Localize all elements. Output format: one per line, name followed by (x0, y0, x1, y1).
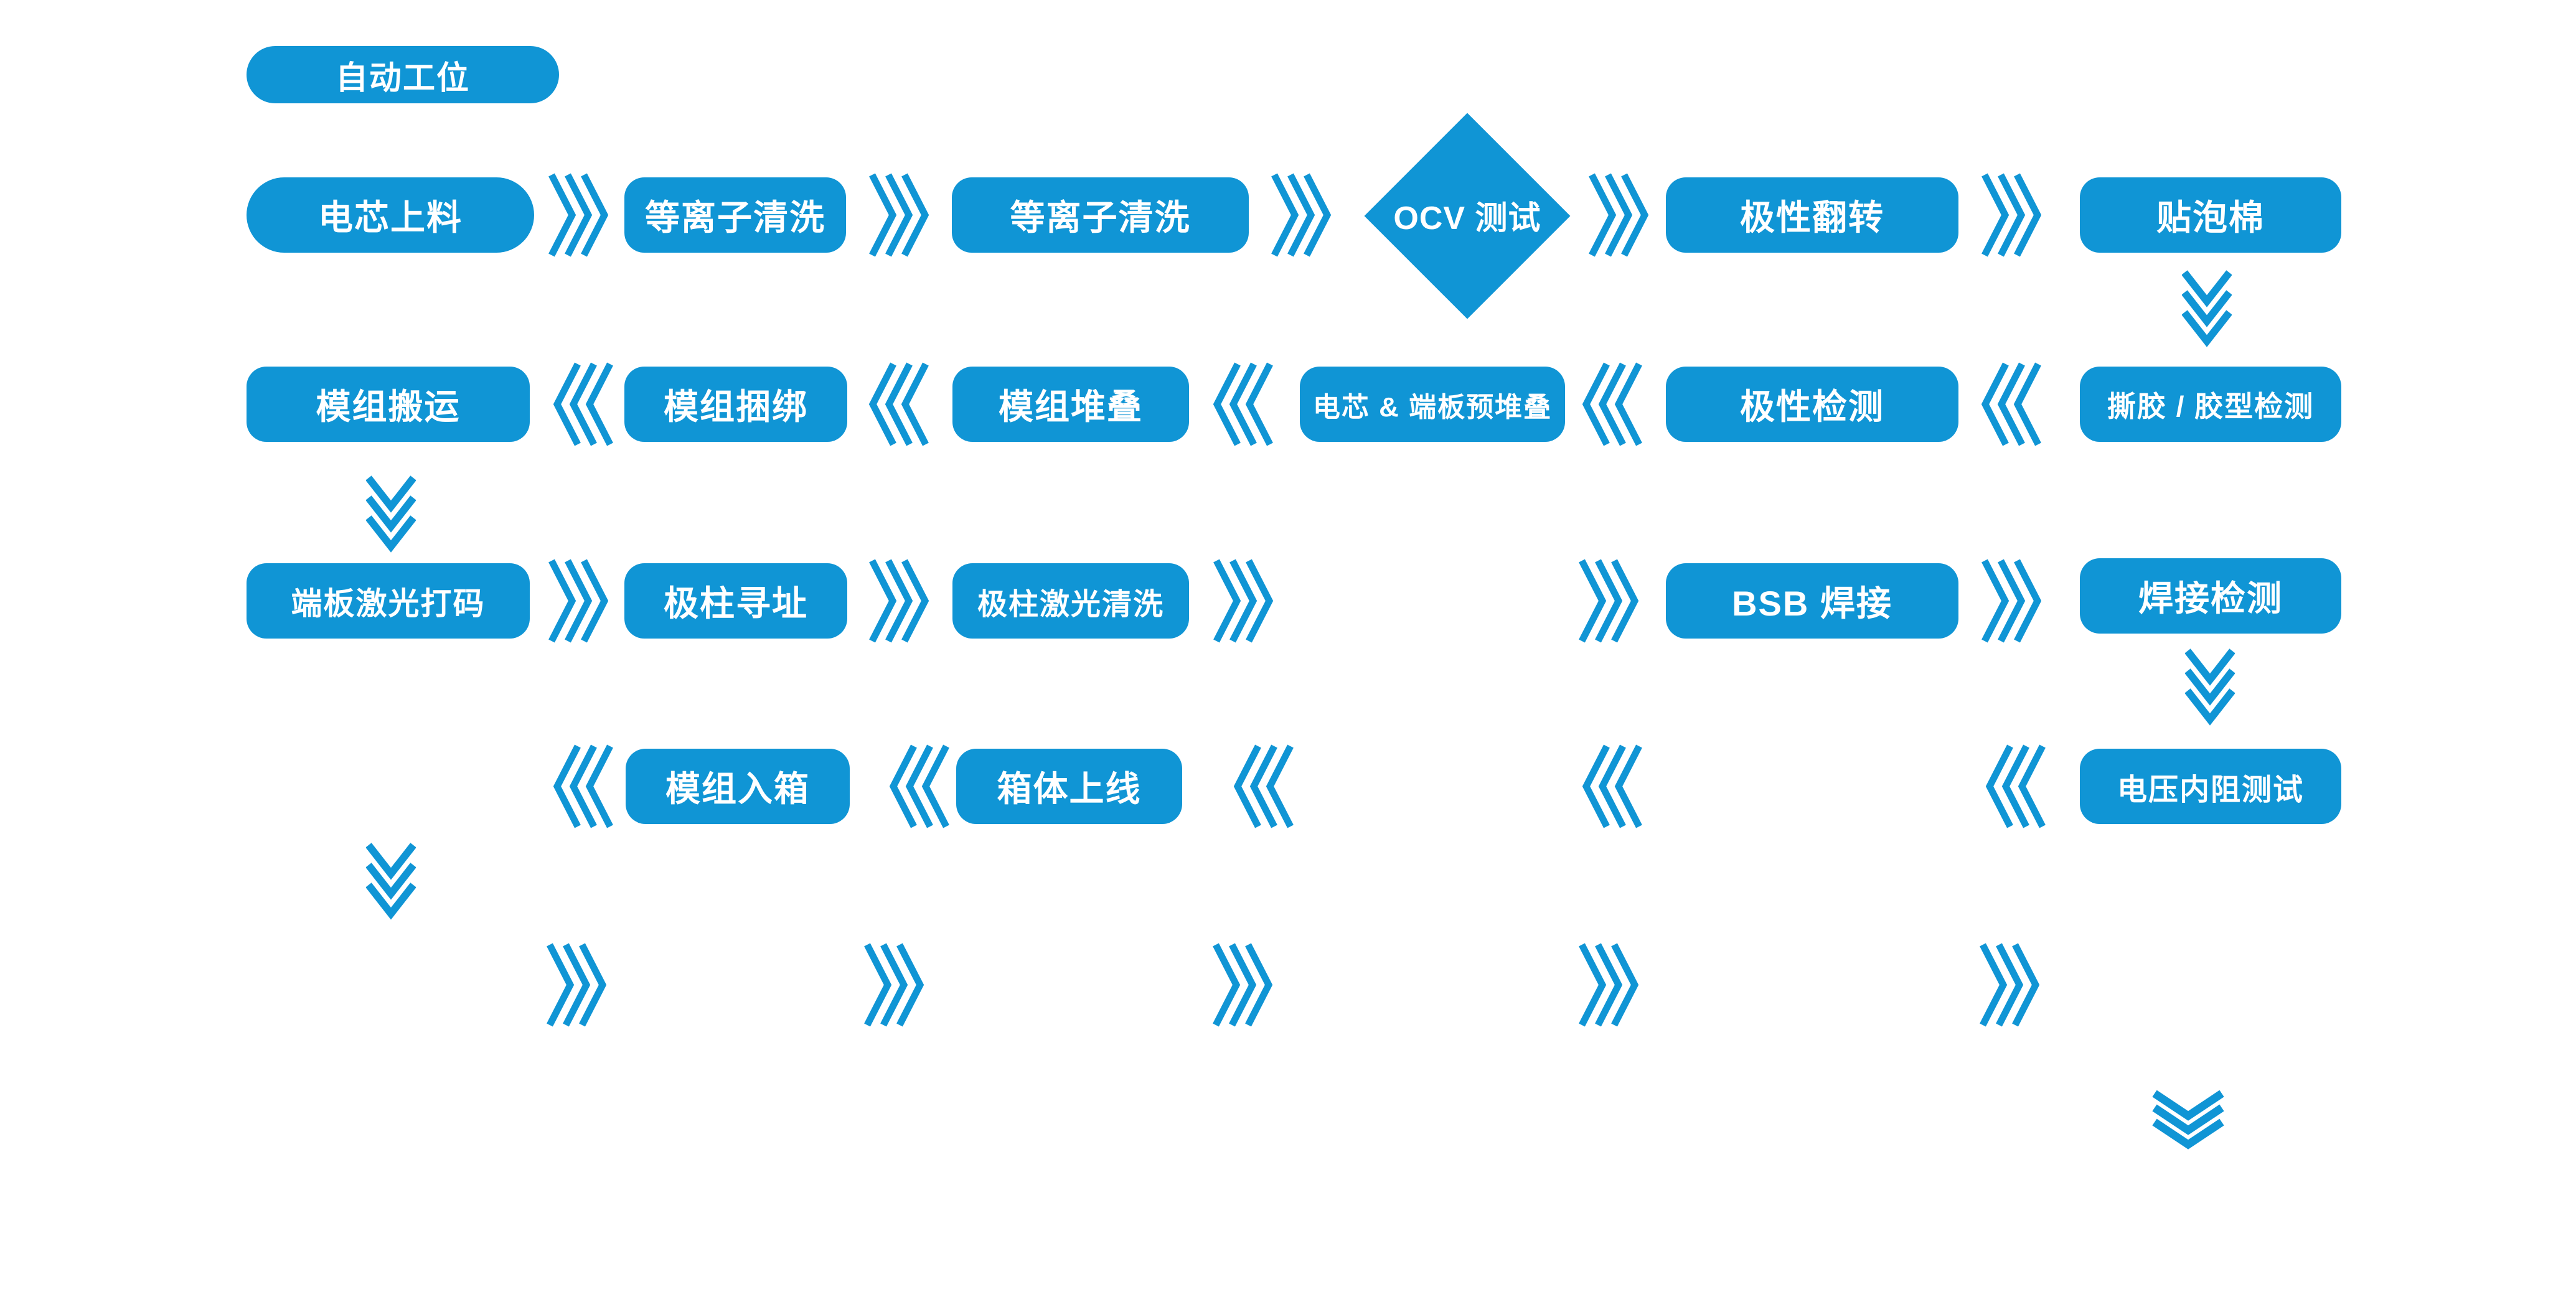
flow-arrow-left-icon (890, 744, 949, 829)
node-cell-endplate-prestack: 电芯 & 端板预堆叠 (1300, 367, 1565, 442)
node-module-transfer: 模组搬运 (247, 367, 530, 442)
node-ocv-test-label: OCV 测试 (1393, 200, 1541, 236)
flow-arrow-right-icon (1980, 942, 2039, 1028)
node-endplate-laser-marking: 端板激光打码 (247, 563, 530, 639)
node-plasma-cleaning-1: 等离子清洗 (624, 177, 846, 253)
flow-arrow-left-icon (553, 362, 613, 447)
flow-arrow-down-icon (2182, 269, 2232, 347)
node-tape-peel-glue-inspection: 撕胶 / 胶型检测 (2080, 367, 2341, 442)
flow-arrow-left-icon (1234, 744, 1294, 829)
node-terminal-laser-cleaning: 极柱激光清洗 (952, 563, 1189, 639)
flow-arrow-right-icon (548, 558, 608, 644)
node-polarity-flip: 极性翻转 (1666, 177, 1958, 253)
node-module-stacking: 模组堆叠 (952, 367, 1189, 442)
node-cell-loading: 电芯上料 (247, 177, 534, 253)
flow-arrow-right-icon (1213, 942, 1272, 1028)
flow-arrow-left-icon (1213, 362, 1273, 447)
node-module-into-case: 模组入箱 (626, 749, 850, 824)
legend-auto-station: 自动工位 (247, 46, 559, 103)
node-bsb-welding: BSB 焊接 (1666, 563, 1958, 639)
node-case-loading: 箱体上线 (956, 749, 1182, 824)
flow-arrow-left-icon (553, 744, 613, 829)
flow-arrow-right-icon (1213, 558, 1273, 644)
node-foam-attach: 贴泡棉 (2080, 177, 2341, 253)
flow-arrow-right-icon (547, 942, 606, 1028)
flow-arrow-down-icon (366, 841, 416, 920)
flow-arrow-right-icon (869, 172, 929, 258)
flow-arrow-right-icon (1981, 558, 2041, 644)
flow-arrow-down-icon (2185, 647, 2235, 726)
node-module-strapping: 模组捆绑 (624, 367, 847, 442)
flow-arrow-right-icon (1579, 942, 1638, 1028)
flow-arrow-left-icon (1582, 744, 1642, 829)
flow-arrow-down-icon (366, 474, 416, 553)
node-plasma-cleaning-2: 等离子清洗 (952, 177, 1249, 253)
legend-label: 自动工位 (335, 60, 470, 96)
flow-arrow-right-icon (1981, 172, 2041, 258)
flow-arrow-right-icon (864, 942, 924, 1028)
flow-arrow-right-icon (1579, 558, 1638, 644)
flow-arrow-left-icon (1582, 362, 1642, 447)
flow-arrow-right-icon (869, 558, 929, 644)
flow-arrow-right-icon (1271, 172, 1331, 258)
node-weld-inspection: 焊接检测 (2080, 558, 2341, 634)
node-voltage-ir-test: 电压内阻测试 (2080, 749, 2341, 824)
flow-arrow-left-icon (1981, 362, 2041, 447)
flow-arrow-down-icon (2152, 1090, 2224, 1150)
flow-arrow-right-icon (548, 172, 608, 258)
node-polarity-check: 极性检测 (1666, 367, 1958, 442)
flow-arrow-left-icon (869, 362, 929, 447)
node-terminal-locating: 极柱寻址 (624, 563, 847, 639)
flow-arrow-left-icon (1986, 744, 2046, 829)
flow-arrow-right-icon (1589, 172, 1648, 258)
